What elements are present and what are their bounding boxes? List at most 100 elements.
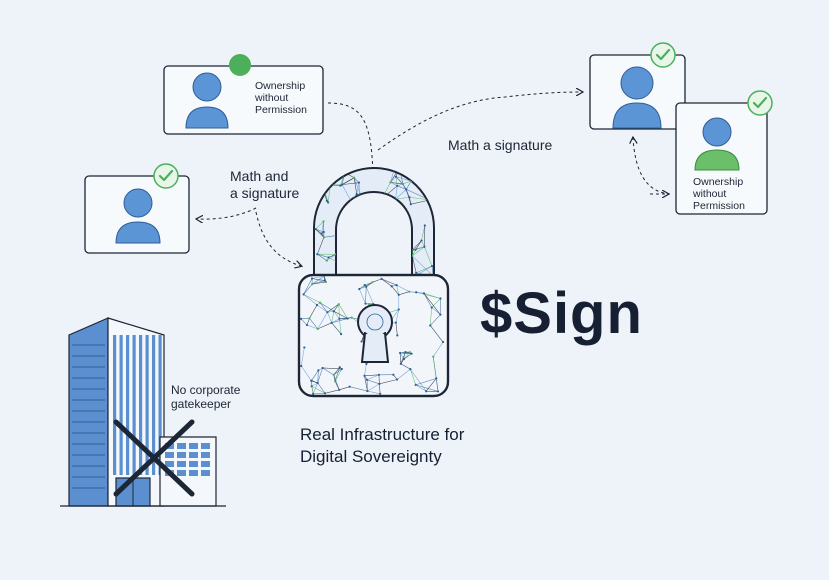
mesh-line (317, 370, 319, 383)
mesh-node (404, 350, 407, 354)
mesh-line (349, 386, 368, 392)
mesh-node (366, 389, 369, 393)
mesh-line (374, 249, 384, 252)
mesh-line (312, 275, 325, 285)
mesh-line (364, 374, 379, 377)
mesh-line (390, 232, 398, 240)
check-icon (153, 163, 179, 189)
mesh-line (410, 369, 417, 385)
mesh-node (394, 321, 397, 324)
building-window-stripe (126, 335, 130, 475)
mesh-line (352, 221, 363, 224)
mesh-line (353, 177, 361, 195)
mesh-node (312, 392, 315, 395)
mesh-line (315, 228, 324, 233)
mesh-line (416, 291, 424, 294)
mesh-node (322, 230, 325, 234)
mesh-node (415, 271, 418, 274)
mesh-line (381, 252, 385, 258)
mesh-line (412, 255, 434, 276)
mesh-line (337, 235, 355, 246)
mesh-line (346, 220, 363, 223)
mesh-line (390, 182, 398, 187)
math-left-label: Math and a signature (230, 168, 299, 202)
mesh-node (332, 310, 335, 313)
mesh-node (435, 377, 438, 380)
mesh-line (334, 368, 343, 382)
mesh-line (396, 285, 400, 295)
mesh-line (395, 189, 407, 200)
mesh-node (316, 253, 319, 256)
mesh-line (327, 184, 331, 203)
mesh-line (421, 240, 425, 247)
tagline: Real Infrastructure for Digital Sovereig… (300, 424, 464, 468)
mesh-node (395, 284, 398, 287)
mesh-line (429, 168, 434, 179)
mesh-node (398, 168, 401, 169)
mesh-node (338, 317, 341, 320)
mesh-node (327, 201, 330, 204)
mesh-line (356, 182, 360, 195)
mesh-line (337, 235, 357, 241)
mesh-node (319, 182, 322, 186)
mesh-line (429, 325, 444, 343)
mesh-node (408, 196, 411, 199)
mesh-line (303, 283, 313, 295)
mesh-node (316, 381, 319, 385)
mesh-line (383, 232, 398, 251)
mesh-line (324, 389, 340, 394)
mesh-node (337, 303, 340, 306)
mesh-line (300, 347, 305, 367)
mesh-line (395, 176, 404, 185)
mesh-node (392, 373, 395, 376)
mesh-line (381, 278, 392, 287)
mesh-node (308, 317, 311, 320)
mesh-node (338, 388, 341, 391)
mesh-node (365, 362, 368, 366)
mesh-node (350, 316, 353, 319)
card-top-left-line1: Ownership (255, 80, 306, 92)
mesh-node (408, 351, 411, 354)
mesh-node (399, 262, 402, 265)
mesh-node (319, 178, 322, 182)
mesh-line (319, 302, 335, 312)
mesh-line (391, 286, 400, 295)
card-top-left (163, 54, 324, 135)
mesh-line (431, 307, 441, 315)
mesh-line (315, 228, 325, 238)
mesh-line (339, 386, 350, 391)
mesh-node (353, 243, 356, 246)
mesh-line (311, 382, 318, 387)
mesh-line (313, 392, 326, 395)
mesh-line (350, 263, 362, 270)
building-window-stripe (158, 335, 162, 475)
building-window-stripe (132, 335, 136, 475)
arrow-lock-to-right-card (377, 92, 582, 151)
mesh-line (396, 232, 403, 246)
math-left-line1: Math and (230, 168, 289, 184)
mesh-line (312, 382, 318, 394)
mesh-line (396, 284, 410, 292)
mesh-node (323, 392, 327, 395)
mesh-line (403, 353, 412, 360)
mesh-node (393, 267, 396, 271)
mesh-line (432, 356, 437, 379)
mesh-line (327, 312, 332, 323)
mesh-node (369, 224, 372, 228)
building-window (201, 452, 210, 458)
padlock-icon (297, 167, 450, 398)
mesh-line (338, 304, 340, 319)
mesh-line (383, 239, 392, 251)
mesh-node (326, 311, 329, 314)
mesh-line (366, 374, 380, 381)
mesh-node (394, 175, 398, 178)
person-icon (115, 188, 161, 244)
mesh-line (361, 215, 371, 223)
building-icon (60, 317, 226, 507)
mesh-node (348, 385, 351, 388)
mesh-line (338, 304, 348, 319)
mesh-line (306, 324, 318, 330)
mesh-line (327, 303, 339, 313)
mesh-line (331, 311, 335, 323)
